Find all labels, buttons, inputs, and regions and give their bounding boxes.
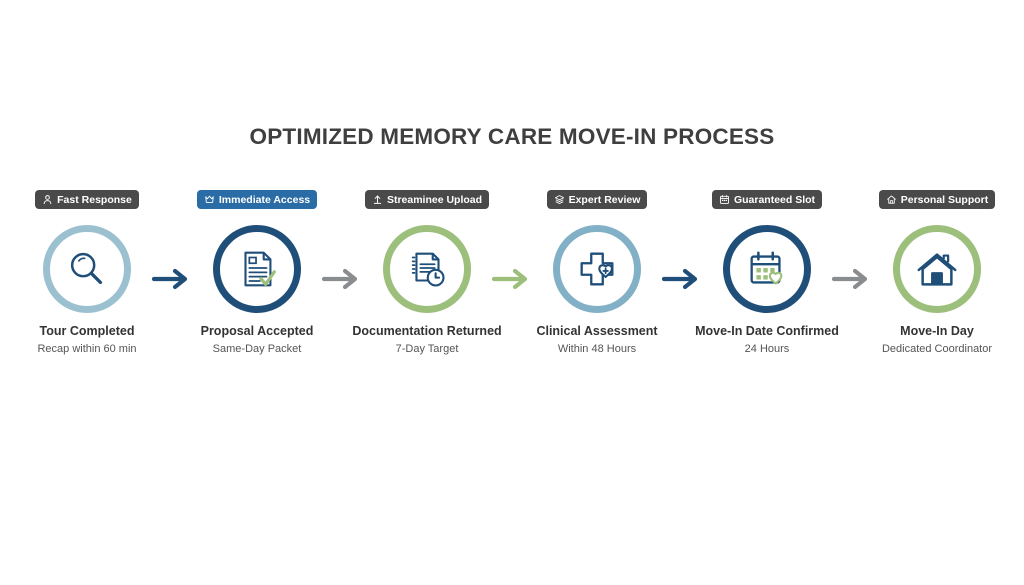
house-icon: [914, 246, 960, 292]
step-caption-5: Move-In Date Confirmed 24 Hours: [692, 324, 842, 356]
process-step-1[interactable]: Fast Response Tour Completed Recap withi…: [24, 190, 150, 356]
magnifier-icon: [64, 246, 110, 292]
arrow-2: [321, 258, 363, 300]
step-title: Proposal Accepted: [200, 324, 314, 338]
step-title: Move-In Day: [900, 324, 974, 338]
page-title: OPTIMIZED MEMORY CARE MOVE-IN PROCESS: [249, 124, 775, 149]
badge-immediate-access[interactable]: Immediate Access: [196, 190, 318, 209]
badge-label: Personal Support: [900, 193, 989, 206]
step-subtitle: Same-Day Packet: [212, 343, 302, 355]
step-caption-2: Proposal Accepted Same-Day Packet: [182, 324, 332, 356]
step-circle-6[interactable]: [893, 225, 981, 313]
step-circle-4[interactable]: [553, 225, 641, 313]
badge-label: Expert Review: [568, 193, 641, 206]
step-circle-5[interactable]: [723, 225, 811, 313]
layers-icon: [554, 194, 565, 205]
step-caption-4: Clinical Assessment Within 48 Hours: [522, 324, 672, 356]
badge-expert-review[interactable]: Expert Review: [546, 190, 648, 209]
arrow-1: [151, 258, 193, 300]
arrow-4: [661, 258, 703, 300]
badge-label: Immediate Access: [218, 193, 311, 206]
step-subtitle: 24 Hours: [744, 343, 790, 355]
step-title: Move-In Date Confirmed: [695, 324, 839, 338]
step-circle-3[interactable]: [383, 225, 471, 313]
step-title: Documentation Returned: [352, 324, 502, 338]
badge-streaminee-upload[interactable]: Streaminee Upload: [364, 190, 490, 209]
badge-guaranteed-slot[interactable]: Guaranteed Slot: [711, 190, 823, 209]
home-icon: [886, 194, 897, 205]
upload-icon: [372, 194, 383, 205]
calendar-heart-icon: [744, 246, 790, 292]
process-flow: Fast Response Tour Completed Recap withi…: [24, 190, 1000, 410]
badge-personal-support[interactable]: Personal Support: [878, 190, 996, 209]
medical-cross-heart-icon: [574, 246, 620, 292]
arrow-5: [831, 258, 873, 300]
step-subtitle: Recap within 60 min: [37, 343, 137, 355]
calendar-icon: [719, 194, 730, 205]
badge-label: Fast Response: [57, 193, 132, 206]
person-icon: [42, 194, 53, 205]
process-step-4[interactable]: Expert Review Clinical Assessment Within…: [534, 190, 660, 356]
badge-label: Streaminee Upload: [386, 193, 483, 206]
arrow-3: [491, 258, 533, 300]
document-check-icon: [234, 246, 280, 292]
process-step-5[interactable]: Guaranteed Slot: [695, 190, 839, 356]
step-circle-2[interactable]: [213, 225, 301, 313]
step-title: Clinical Assessment: [536, 324, 658, 338]
documents-clock-icon: [404, 246, 450, 292]
badge-fast-response[interactable]: Fast Response: [35, 190, 139, 209]
step-subtitle: Within 48 Hours: [557, 343, 637, 355]
process-step-2[interactable]: Immediate Access Propos: [194, 190, 320, 356]
step-caption-6: Move-In Day Dedicated Coordinator: [862, 324, 1012, 356]
step-caption-3: Documentation Returned 7-Day Target: [352, 324, 502, 356]
step-subtitle: Dedicated Coordinator: [881, 343, 993, 355]
process-step-3[interactable]: Streaminee Upload: [352, 190, 502, 356]
badge-label: Guaranteed Slot: [733, 193, 816, 206]
step-subtitle: 7-Day Target: [395, 343, 459, 355]
step-caption-1: Tour Completed Recap within 60 min: [12, 324, 162, 356]
step-circle-1[interactable]: [43, 225, 131, 313]
crown-icon: [204, 194, 215, 205]
step-title: Tour Completed: [39, 324, 135, 338]
process-step-6[interactable]: Personal Support Move-In Day D: [874, 190, 1000, 356]
